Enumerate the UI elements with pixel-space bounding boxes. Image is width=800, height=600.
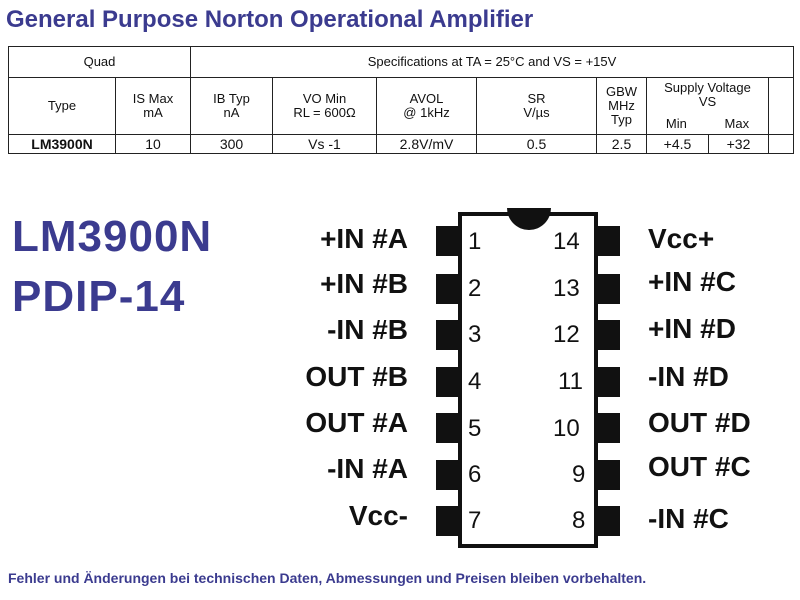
col-is-header: IS Max mA: [115, 77, 191, 135]
spec-table: Quad Specifications at TA = 25°C and VS …: [8, 46, 794, 154]
cell-sr: 0.5: [476, 134, 597, 154]
pin-number-11: 11: [558, 368, 583, 395]
pin-10: [598, 413, 620, 443]
pin-number-7: 7: [468, 507, 482, 534]
pin-9: [598, 460, 620, 490]
pin-label-3: -IN #B: [327, 314, 408, 345]
group-header: Quad: [8, 46, 191, 78]
cell-ib: 300: [190, 134, 273, 154]
pin-3: [436, 320, 458, 350]
part-number: LM3900N: [12, 212, 213, 261]
pin-11: [598, 367, 620, 397]
cell-vs-min: +4.5: [646, 134, 709, 154]
col-vo-header: VO Min RL = 600Ω: [272, 77, 377, 135]
supply-max-header: Max: [724, 116, 750, 131]
pin1-notch: [507, 208, 551, 252]
pin-number-3: 3: [468, 321, 482, 348]
pin-label-14: Vcc+: [648, 223, 715, 254]
pin-4: [436, 367, 458, 397]
pin-number-2: 2: [468, 275, 482, 302]
package-name: PDIP-14: [12, 272, 186, 321]
disclaimer-footer: Fehler und Änderungen bei technischen Da…: [8, 570, 647, 586]
conditions-header: Specifications at TA = 25°C and VS = +15…: [190, 46, 794, 78]
pin-label-2: +IN #B: [320, 268, 408, 299]
pin-label-11: -IN #D: [648, 361, 729, 392]
cell-is: 10: [115, 134, 191, 154]
pin-label-4: OUT #B: [305, 361, 408, 392]
pin-label-6: -IN #A: [327, 453, 408, 484]
pin-2: [436, 274, 458, 304]
pin-label-10: OUT #D: [648, 407, 751, 438]
cell-type: LM3900N: [8, 134, 116, 154]
pin-6: [436, 460, 458, 490]
pin-number-13: 13: [553, 275, 580, 302]
pin-number-14: 14: [553, 228, 580, 255]
pin-1: [436, 226, 458, 256]
col-type-header: Type: [8, 77, 116, 135]
pin-label-7: Vcc-: [348, 500, 408, 531]
supply-min-header: Min: [665, 116, 687, 131]
cell-vo: Vs -1: [272, 134, 377, 154]
pin-number-12: 12: [553, 321, 580, 348]
pin-number-9: 9: [572, 461, 586, 488]
pin-label-12: +IN #D: [648, 313, 736, 344]
pin-7: [436, 506, 458, 536]
cell-vs-max: +32: [708, 134, 769, 154]
pin-13: [598, 274, 620, 304]
pin-14: [598, 226, 620, 256]
pin-number-8: 8: [572, 507, 586, 534]
col-supply-header: Supply Voltage VS Min Max: [646, 77, 769, 135]
pin-number-1: 1: [468, 228, 482, 255]
pin-number-10: 10: [553, 415, 580, 442]
pin-label-1: +IN #A: [320, 223, 408, 254]
pin-12: [598, 320, 620, 350]
col-gbw-header: GBW MHz Typ: [596, 77, 647, 135]
col-ib-header: IB Typ nA: [190, 77, 273, 135]
pin-5: [436, 413, 458, 443]
cell-extra: [768, 134, 794, 154]
pin-number-6: 6: [468, 461, 482, 488]
pin-label-8: -IN #C: [648, 503, 729, 534]
pin-number-4: 4: [468, 368, 482, 395]
pin-8: [598, 506, 620, 536]
cell-avol: 2.8V/mV: [376, 134, 477, 154]
col-sr-header: SR V/µs: [476, 77, 597, 135]
cell-gbw: 2.5: [596, 134, 647, 154]
pin-label-13: +IN #C: [648, 266, 736, 297]
pin-number-5: 5: [468, 415, 482, 442]
extra-col: [768, 77, 794, 135]
col-avol-header: AVOL @ 1kHz: [376, 77, 477, 135]
pin-label-9: OUT #C: [648, 451, 751, 482]
ic-body: [458, 212, 598, 548]
pin-label-5: OUT #A: [305, 407, 408, 438]
page-title: General Purpose Norton Operational Ampli…: [6, 6, 534, 33]
